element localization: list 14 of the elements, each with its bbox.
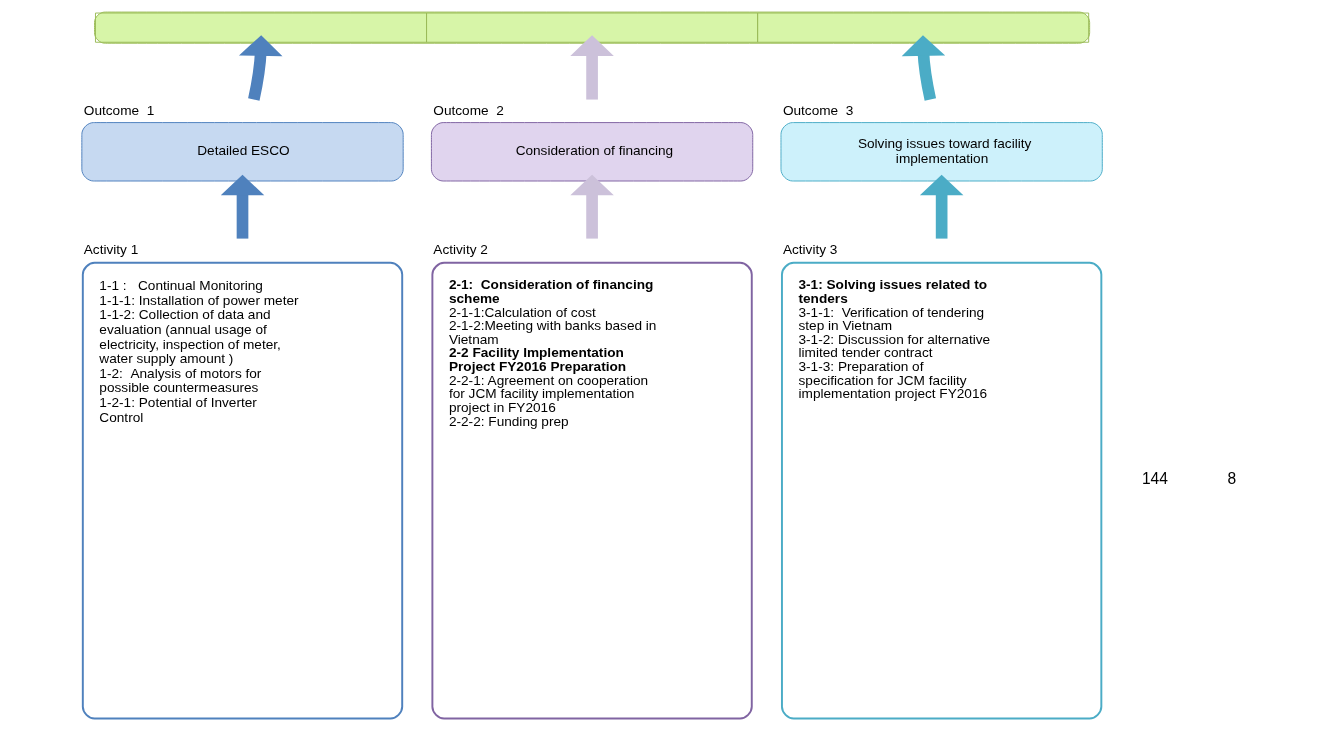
node-label: Outcome 2 [432,102,504,118]
node-label: Outcome 1 [83,102,154,118]
arrow [919,174,963,239]
arrow [901,35,945,101]
node-label: Activity 2 [432,242,488,258]
arrow [238,35,282,101]
label: 144 [1141,469,1168,487]
arrow [569,174,614,239]
arrow [220,174,264,239]
arrow [569,35,614,100]
label: 8 [1226,469,1236,487]
node-label: Activity 3 [782,242,837,258]
node-label: Outcome 3 [782,102,853,118]
node-label: Activity 1 [83,242,138,258]
